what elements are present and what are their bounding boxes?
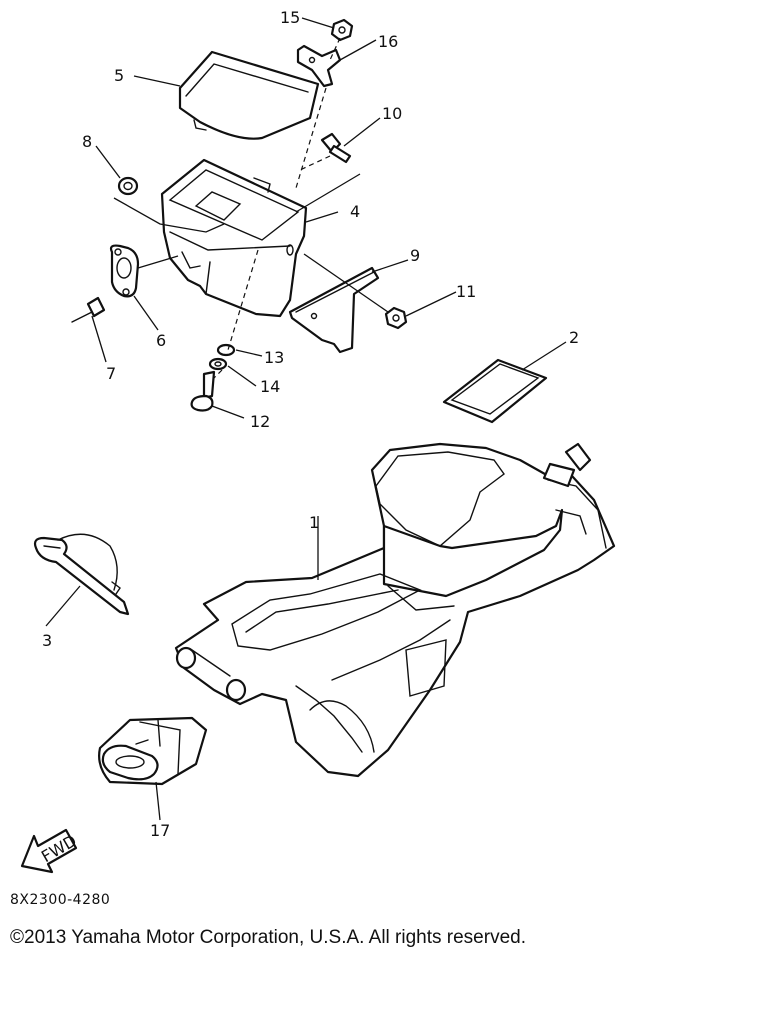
callout-4: 4 <box>350 202 360 221</box>
callout-13: 13 <box>264 348 284 367</box>
reference-code: 8X2300-4280 <box>10 892 111 908</box>
callout-6: 6 <box>156 331 166 350</box>
callout-11: 11 <box>456 282 476 301</box>
callout-9: 9 <box>410 246 420 265</box>
part-3-cable <box>33 533 130 616</box>
callout-15: 15 <box>280 8 300 27</box>
callout-3: 3 <box>42 631 52 650</box>
assembly-lines <box>113 37 389 379</box>
copyright-notice: ©2013 Yamaha Motor Corporation, U.S.A. A… <box>10 927 526 948</box>
part-16-bracket <box>296 44 342 88</box>
part-10-bolt <box>320 132 352 164</box>
callout-7: 7 <box>106 364 116 383</box>
part-9-plate <box>288 266 380 354</box>
part-14-washer <box>208 357 228 371</box>
callout-12: 12 <box>250 412 270 431</box>
callout-1: 1 <box>309 513 319 532</box>
part-4-case <box>160 158 308 318</box>
part-1-fender <box>174 442 616 778</box>
callout-17: 17 <box>150 821 170 840</box>
callout-5: 5 <box>114 66 124 85</box>
part-15-nut <box>330 18 354 42</box>
part-2-label <box>442 358 548 424</box>
callout-16: 16 <box>378 32 398 51</box>
part-17-holder <box>98 716 208 786</box>
part-13-washer <box>216 343 236 357</box>
part-7-screw <box>71 296 106 323</box>
callout-14: 14 <box>260 377 280 396</box>
part-8-grommet <box>117 176 139 196</box>
part-6-gasket <box>109 244 140 298</box>
callout-8: 8 <box>82 132 92 151</box>
fwd-arrow-icon: FWD <box>20 828 80 874</box>
callout-10: 10 <box>382 104 402 123</box>
part-5-lid <box>178 50 320 140</box>
callout-2: 2 <box>569 328 579 347</box>
part-11-nut <box>384 306 408 330</box>
callout-leaders <box>45 17 567 821</box>
part-12-bolt <box>190 370 216 412</box>
callout-labels: 15 16 5 10 8 4 9 11 6 7 13 14 12 2 1 3 1… <box>42 8 579 840</box>
